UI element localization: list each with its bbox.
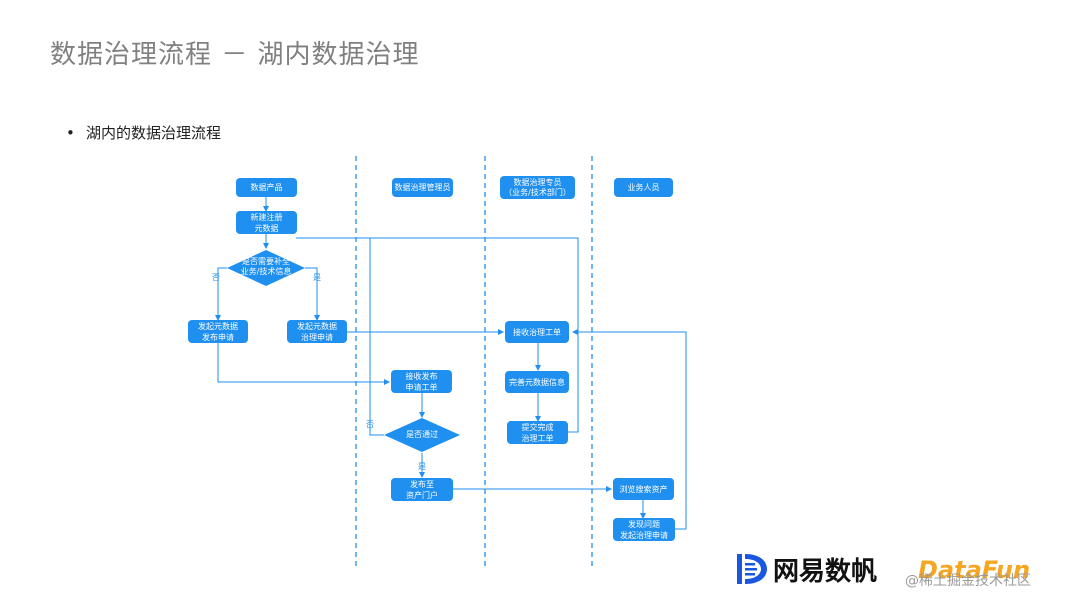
bullet-text: 湖内的数据治理流程 [86, 124, 222, 142]
edge-publish-receive [217, 343, 390, 385]
logo-text: 网易数帆 [773, 556, 878, 587]
edge-submit-register [296, 237, 579, 433]
node-raise-issue: 发现问题 发起治理申请 [613, 518, 675, 541]
node-register-metadata: 新建注册 元数据 [236, 211, 297, 234]
decision-pass-label: 是否通过 [406, 430, 438, 439]
netease-shufan-icon [737, 554, 767, 584]
lane-header-business-user: 业务人员 [614, 178, 673, 197]
lane-separators [355, 156, 593, 570]
node-receive-publish: 接收发布 申请工单 [391, 370, 452, 393]
bullet-dot: • [66, 124, 75, 142]
lane-header-governance-expert: 数据治理专员 （业务/技术部门） [500, 176, 575, 199]
lane-header-data-product: 数据产品 [236, 178, 297, 197]
bullet-item: • 湖内的数据治理流程 [66, 122, 221, 143]
netease-shufan-logo: 网易数帆 [737, 552, 878, 587]
edge-label-no-left: 否 [212, 273, 220, 282]
edge-issue-receive [572, 329, 687, 530]
node-receive-govern: 接收治理工单 [505, 321, 569, 343]
node-govern-request: 发起元数据 治理申请 [287, 320, 347, 343]
decision-complete-label: 是否需要补全 业务/技术信息 [240, 257, 292, 276]
node-complete-info: 完善元数据信息 [505, 371, 569, 393]
watermark-text: @稀土掘金技术社区 [905, 573, 1031, 589]
lane-header-governance-admin: 数据治理管理员 [392, 178, 453, 197]
edge-pass-no [369, 238, 384, 436]
edge-label-no-admin: 否 [366, 420, 374, 429]
node-browse-assets: 浏览搜索资产 [613, 478, 674, 500]
node-submit-done: 提交完成 治理工单 [507, 421, 568, 444]
edge-label-yes-right: 是 [313, 273, 321, 282]
edge-decision-yes [305, 267, 320, 321]
edge-label-yes-down: 是 [418, 462, 426, 471]
decision-pass-diamond [384, 418, 460, 452]
slide-title: 数据治理流程 － 湖内数据治理 [50, 40, 420, 70]
connectors [215, 197, 687, 530]
decision-complete-diamond [227, 250, 305, 286]
datafun-logo: DataFun [918, 556, 1031, 584]
node-publish-request: 发起元数据 发布申请 [188, 320, 248, 343]
node-publish-portal: 发布至 资产门户 [391, 478, 453, 501]
edge-decision-no [215, 267, 227, 321]
